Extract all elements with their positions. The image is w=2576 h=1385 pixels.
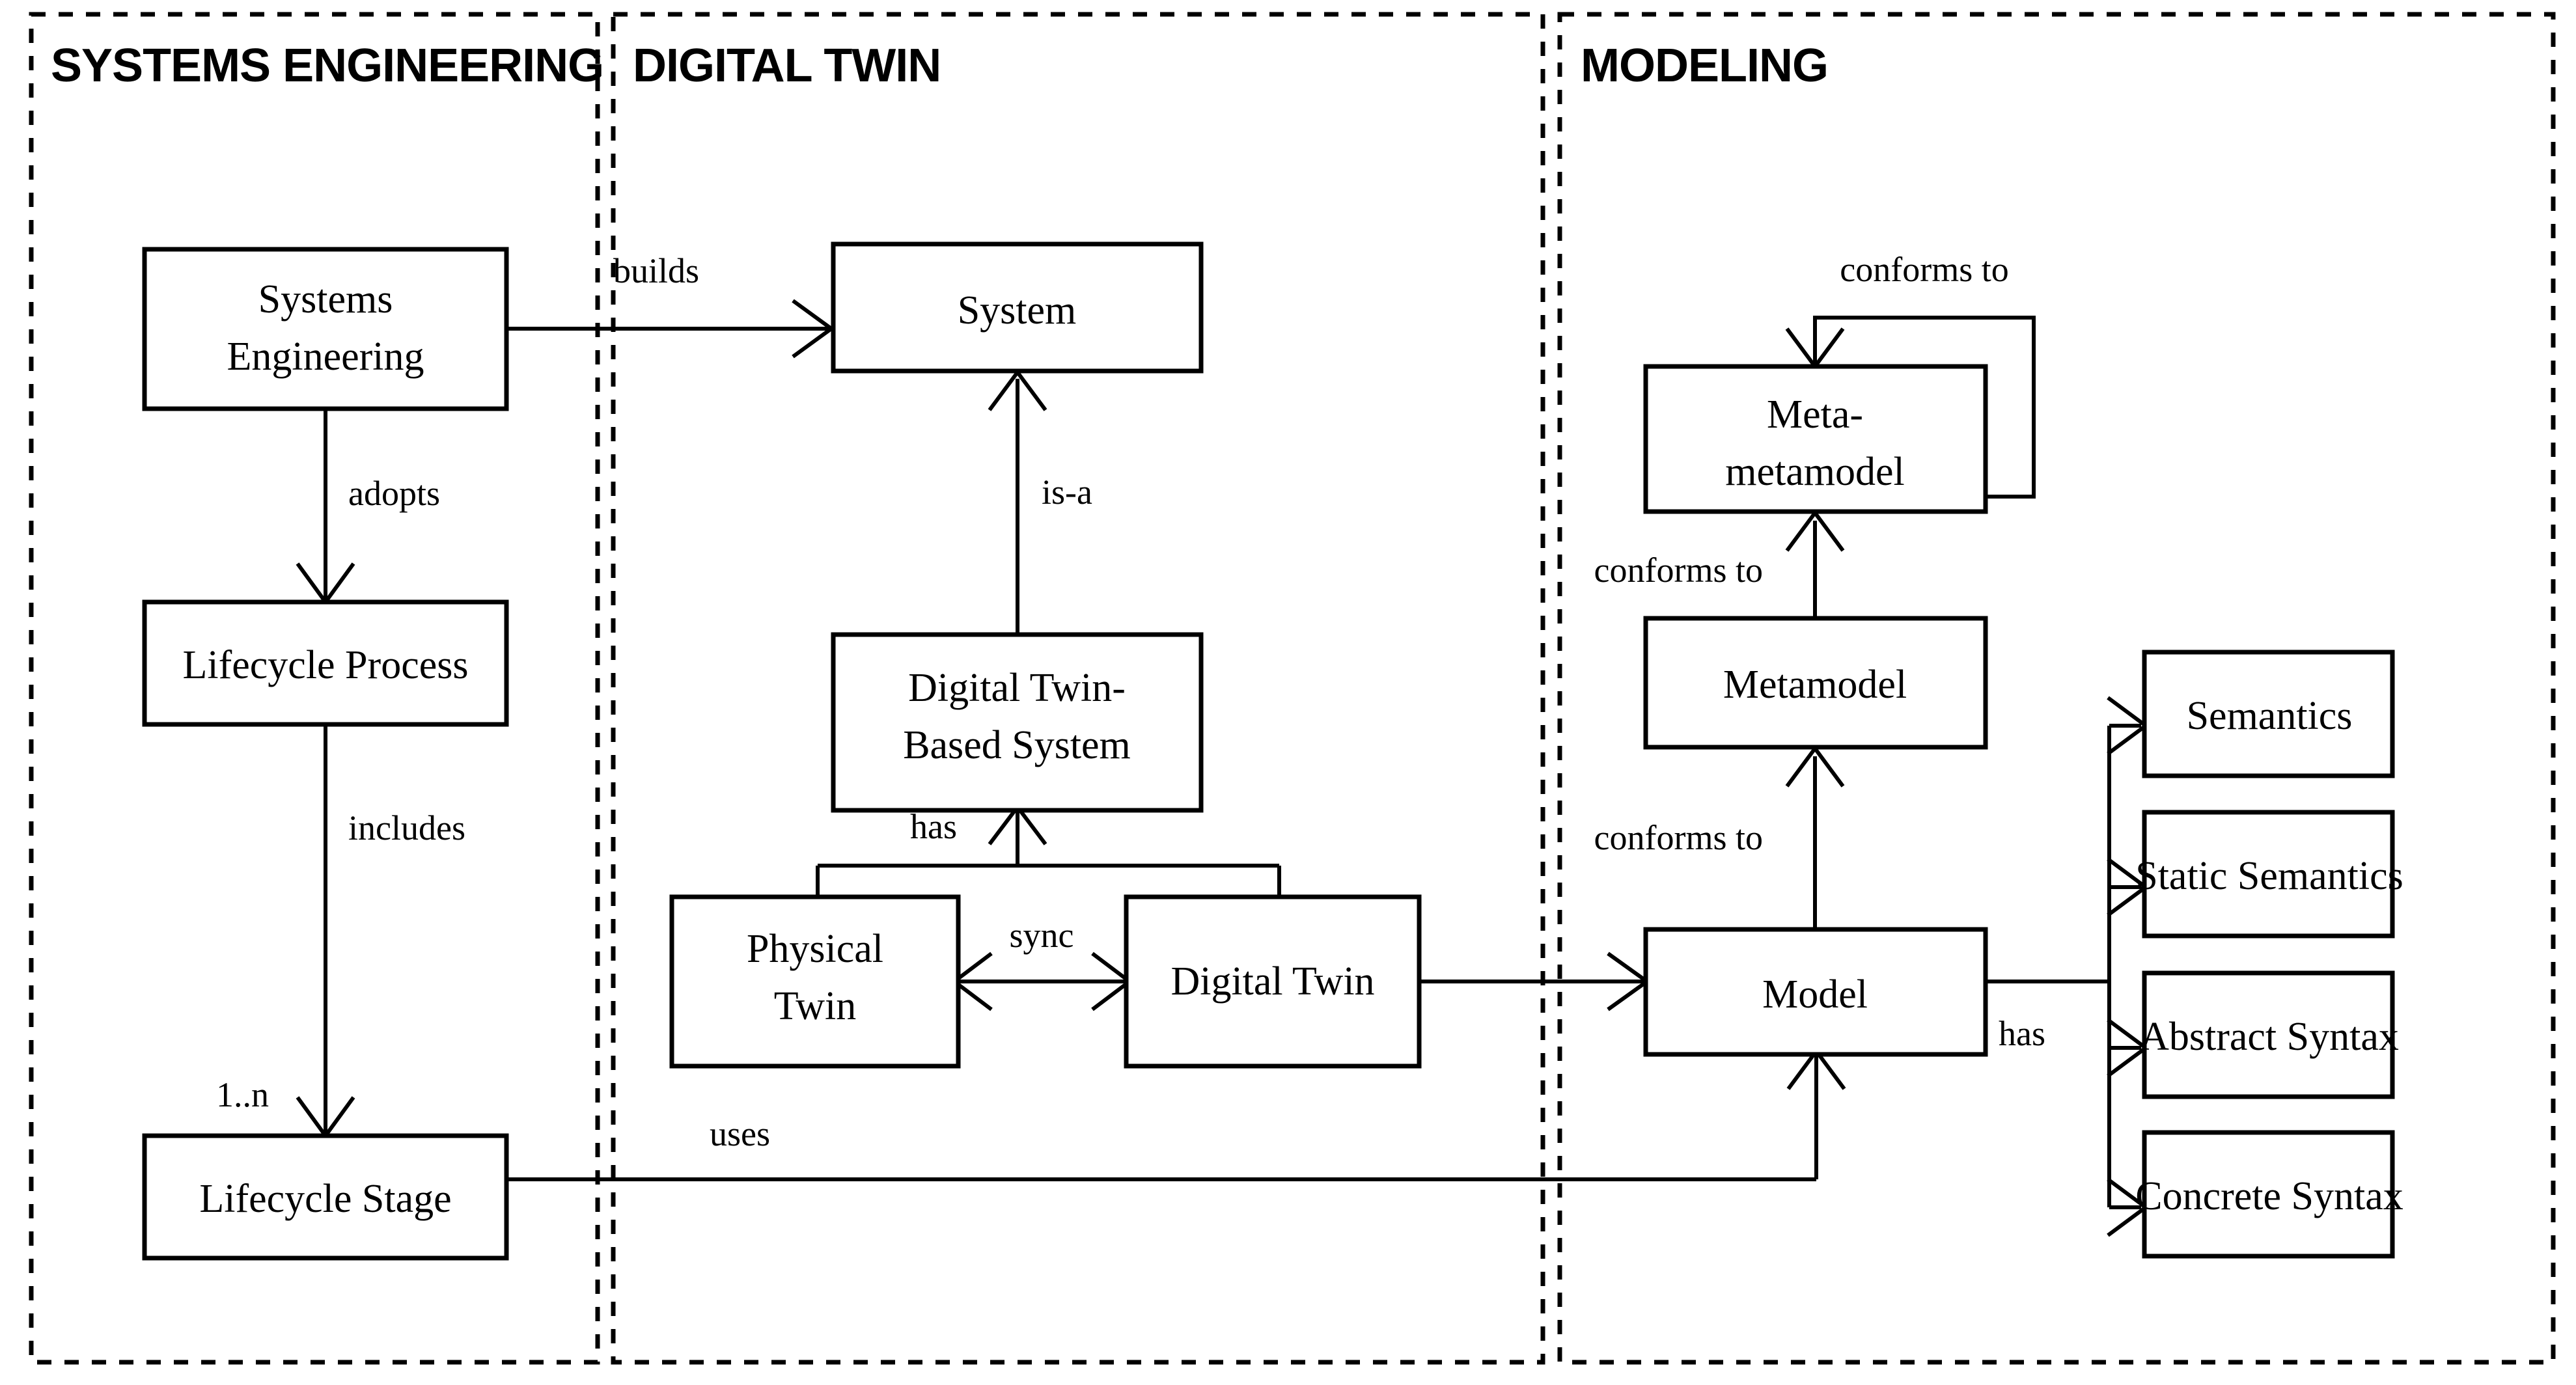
edge-label-conforms-to-metamodel: conforms to xyxy=(1594,818,1763,857)
node-digital-twin-based-system[interactable]: Digital Twin- Based System xyxy=(831,632,1204,813)
edge-label-model-has-parts: has xyxy=(1999,1014,2045,1053)
node-label-digital-twin-based-system-line2: Based System xyxy=(903,723,1131,767)
node-label-abstract-syntax: Abstract Syntax xyxy=(2140,1015,2399,1059)
node-box-digital-twin[interactable] xyxy=(1124,894,1422,1069)
node-box-lifecycle-process[interactable] xyxy=(142,599,509,727)
edge-label-conforms-to-metametamodel: conforms to xyxy=(1594,551,1763,590)
panel-systems-engineering: SYSTEMS ENGINEERING xyxy=(29,12,604,1365)
edge-label-includes-cardinality: 1..n xyxy=(216,1075,269,1114)
node-label-model: Model xyxy=(1762,972,1868,1017)
node-label-system: System xyxy=(958,288,1077,333)
edge-conforms-to-metamodel: conforms to xyxy=(1594,745,1845,929)
edge-includes: includes 1..n xyxy=(216,724,465,1140)
edge-conforms-to-metametamodel: conforms to xyxy=(1594,509,1845,617)
node-box-semantics[interactable] xyxy=(2142,650,2395,778)
node-label-physical-twin-line1: Physical xyxy=(747,927,883,971)
node-label-semantics: Semantics xyxy=(2187,694,2353,738)
edge-is-a: is-a xyxy=(988,368,1092,635)
panel-title-digital-twin: DIGITAL TWIN xyxy=(633,40,941,92)
node-label-digital-twin-based-system-line1: Digital Twin- xyxy=(908,666,1126,710)
edge-conforms-to-self: conforms to xyxy=(1785,250,2036,499)
node-lifecycle-stage[interactable]: Lifecycle Stage xyxy=(142,1133,509,1261)
panel-modeling: MODELING xyxy=(1557,12,2556,1365)
node-model[interactable]: Model xyxy=(1643,927,1988,1057)
panel-title-modeling: MODELING xyxy=(1581,40,1828,92)
edge-label-adopts: adopts xyxy=(348,474,440,513)
edge-label-uses: uses xyxy=(710,1114,770,1153)
node-box-abstract-syntax[interactable] xyxy=(2142,970,2395,1099)
node-label-meta-metamodel-line2: metamodel xyxy=(1725,450,1904,494)
panel-border-systems-engineering xyxy=(29,12,600,1365)
node-label-meta-metamodel-line1: Meta- xyxy=(1767,392,1863,437)
node-concrete-syntax[interactable]: Concrete Syntax xyxy=(2135,1130,2403,1259)
edge-builds: builds xyxy=(506,251,835,359)
node-system[interactable]: System xyxy=(831,241,1204,374)
node-label-metamodel: Metamodel xyxy=(1723,663,1907,707)
edge-model-has-parts: has xyxy=(1986,696,2150,1237)
edge-sync: sync xyxy=(951,916,1133,1011)
panel-title-systems-engineering: SYSTEMS ENGINEERING xyxy=(51,40,603,92)
node-label-digital-twin: Digital Twin xyxy=(1170,959,1374,1004)
edge-label-has-twins: has xyxy=(910,807,957,846)
node-box-model[interactable] xyxy=(1643,927,1988,1057)
node-box-meta-metamodel[interactable] xyxy=(1643,364,1988,514)
edge-adopts: adopts xyxy=(296,409,440,606)
node-box-metamodel[interactable] xyxy=(1643,616,1988,750)
edge-has-twins: has xyxy=(816,804,1281,897)
node-box-systems-engineering[interactable] xyxy=(142,247,509,411)
node-label-systems-engineering-line1: Systems xyxy=(258,277,393,322)
node-lifecycle-process[interactable]: Lifecycle Process xyxy=(142,599,509,727)
node-label-systems-engineering-line2: Engineering xyxy=(227,335,424,379)
node-box-digital-twin-based-system[interactable] xyxy=(831,632,1204,813)
panel-border-digital-twin xyxy=(611,12,1545,1365)
panel-digital-twin: DIGITAL TWIN xyxy=(611,12,1545,1365)
edge-label-sync: sync xyxy=(1010,916,1074,955)
node-label-concrete-syntax: Concrete Syntax xyxy=(2135,1174,2403,1218)
node-systems-engineering[interactable]: Systems Engineering xyxy=(142,247,509,411)
edge-label-builds: builds xyxy=(613,251,699,290)
node-static-semantics[interactable]: Static Semantics xyxy=(2135,810,2403,939)
node-box-system[interactable] xyxy=(831,241,1204,374)
node-digital-twin[interactable]: Digital Twin xyxy=(1124,894,1422,1069)
node-box-concrete-syntax[interactable] xyxy=(2142,1130,2395,1259)
edge-label-is-a: is-a xyxy=(1042,473,1092,512)
panel-border-modeling xyxy=(1557,12,2556,1365)
edge-line-conforms-to-self xyxy=(1813,316,2036,499)
node-abstract-syntax[interactable]: Abstract Syntax xyxy=(2140,970,2399,1099)
node-semantics[interactable]: Semantics xyxy=(2142,650,2395,778)
node-metamodel[interactable]: Metamodel xyxy=(1643,616,1988,750)
edge-label-conforms-to-self: conforms to xyxy=(1840,250,2008,289)
edge-uses: uses xyxy=(506,1047,1846,1181)
edge-digital-twin-to-model xyxy=(1419,952,1651,1011)
node-label-physical-twin-line2: Twin xyxy=(774,984,857,1028)
node-physical-twin[interactable]: Physical Twin xyxy=(669,894,961,1069)
node-box-physical-twin[interactable] xyxy=(669,894,961,1069)
node-box-static-semantics[interactable] xyxy=(2142,810,2395,939)
node-meta-metamodel[interactable]: Meta- metamodel xyxy=(1643,364,1988,514)
node-label-lifecycle-process: Lifecycle Process xyxy=(183,643,469,687)
edge-label-includes: includes xyxy=(348,808,465,847)
node-label-lifecycle-stage: Lifecycle Stage xyxy=(199,1177,451,1221)
node-label-static-semantics: Static Semantics xyxy=(2135,854,2403,898)
node-box-lifecycle-stage[interactable] xyxy=(142,1133,509,1261)
